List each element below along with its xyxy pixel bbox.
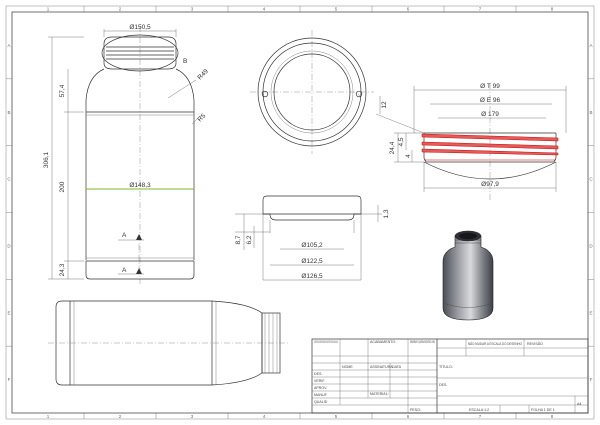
tb-des: DES.: [439, 383, 447, 387]
tb-row-des: DES.: [314, 372, 322, 376]
title-block: [311, 338, 589, 414]
zone-col-7-top: 7: [479, 7, 482, 12]
tb-a4: A4: [577, 402, 581, 406]
front-view: [48, 26, 201, 284]
side-view: [48, 300, 290, 386]
neck-dia-e: Ø E 96: [480, 97, 501, 104]
shoulder-radius-label: R49: [196, 68, 210, 82]
small-radius-label: R5: [196, 112, 207, 123]
zone-col-4-top: 4: [263, 7, 266, 12]
base-h2: 6,2: [246, 235, 253, 244]
zone-row-C-left: C: [7, 177, 11, 182]
zone-row-B-right: B: [589, 110, 592, 115]
zone-col-8-top: 8: [551, 7, 554, 12]
detail-b-label: B: [183, 58, 187, 65]
tb-material: MATERIAL:: [370, 392, 389, 396]
zone-col-2-top: 2: [119, 7, 122, 12]
tb-titulo: TÍTULO:: [439, 365, 453, 369]
top-view: [250, 30, 374, 154]
zone-row-F-right: F: [590, 377, 593, 382]
zone-row-markers: A A B B C C D D E E F F: [6, 43, 594, 382]
shoulder-height-label: 57,4: [59, 84, 66, 97]
base: [85, 261, 195, 280]
neck-dia-i: Ø 179: [481, 111, 499, 118]
tb-row-aprov: APROV.: [314, 386, 327, 390]
zone-col-8-bottom: 8: [551, 414, 554, 419]
neck-h-b: 4: [405, 154, 412, 158]
sheet-border: [5, 5, 595, 420]
zone-col-6-bottom: 6: [407, 414, 410, 419]
neck-dia-t: Ø T 99: [480, 83, 500, 90]
tb-rebarbar: REBARBAR E QUEBRAR ARESTAS VIVAS: [410, 340, 435, 344]
body-height-label: 200: [59, 181, 66, 192]
zone-col-5-bottom: 5: [335, 414, 338, 419]
zone-row-A-right: A: [589, 43, 592, 48]
base-section-view: [235, 195, 382, 281]
neck-h-c: 12: [381, 101, 388, 109]
zone-row-D-right: D: [589, 243, 593, 248]
section-a-bottom-label: A: [122, 267, 127, 274]
zone-row-D-left: D: [7, 243, 11, 248]
base-dia-3: Ø126,5: [301, 273, 323, 280]
tb-notes: SE NÃO ESPECIFICADO: DIMENSÕES EM MILÍME…: [314, 339, 338, 344]
height-label: 306,1: [43, 151, 50, 168]
shoulder-left: [85, 68, 105, 112]
zone-row-A-left: A: [7, 43, 10, 48]
zone-col-4-bottom: 4: [263, 414, 266, 419]
isometric-3d-view: [442, 230, 494, 321]
base-h3: 1,3: [383, 209, 390, 218]
zone-col-1-bottom: 1: [47, 414, 50, 419]
tb-col-nome: NOME: [342, 365, 353, 369]
neck-h-a: 4,5: [398, 137, 405, 146]
tb-row-qualid: QUALID: [314, 400, 328, 404]
body-diameter-label: Ø148,3: [129, 182, 151, 189]
zone-col-3-top: 3: [191, 7, 194, 12]
tb-peso: PESO:: [410, 408, 421, 412]
zone-col-3-bottom: 3: [191, 414, 194, 419]
tb-folha: FOLHA 1 DE 1: [531, 408, 555, 412]
tb-row-manuf: MANUF.: [314, 393, 328, 397]
base-dia-1: Ø105,2: [301, 242, 323, 249]
zone-col-1-top: 1: [47, 7, 50, 12]
zone-row-E-left: E: [7, 310, 10, 315]
base-height-label: 24,3: [59, 263, 66, 276]
zone-row-C-right: C: [589, 177, 593, 182]
base-h1: 8,7: [235, 235, 242, 244]
shoulder-right: [175, 68, 195, 112]
zone-col-5-top: 5: [335, 7, 338, 12]
zone-col-2-bottom: 2: [119, 414, 122, 419]
zone-row-E-right: E: [589, 310, 592, 315]
top-diameter-label: Ø150,5: [129, 24, 151, 31]
tb-escala: ESCALA:1:2: [469, 408, 489, 412]
zone-col-6-top: 6: [407, 7, 410, 12]
tb-row-verif: VERIF.: [314, 379, 325, 383]
tb-acabamento: ACABAMENTO:: [370, 340, 396, 344]
detail-circle-b: [101, 34, 179, 72]
zone-row-F-left: F: [8, 377, 11, 382]
neck-finish: [103, 36, 177, 70]
neck-dia-o: Ø97,9: [481, 181, 499, 188]
tb-revisao: REVISÃO: [527, 341, 543, 346]
zone-row-B-left: B: [7, 110, 10, 115]
neck-h-total: 24,4: [389, 141, 396, 154]
tb-col-data: DATA: [392, 365, 402, 369]
tb-col-assinatura: ASSINATURA: [370, 365, 393, 369]
tb-nao-mudar: NÃO MUDAR A ESCALA DO DESENHO: [468, 341, 522, 346]
neck-detail-view: [375, 84, 567, 200]
section-a-top-label: A: [122, 232, 127, 239]
zone-col-7-bottom: 7: [479, 414, 482, 419]
base-dia-2: Ø122,5: [301, 258, 323, 265]
